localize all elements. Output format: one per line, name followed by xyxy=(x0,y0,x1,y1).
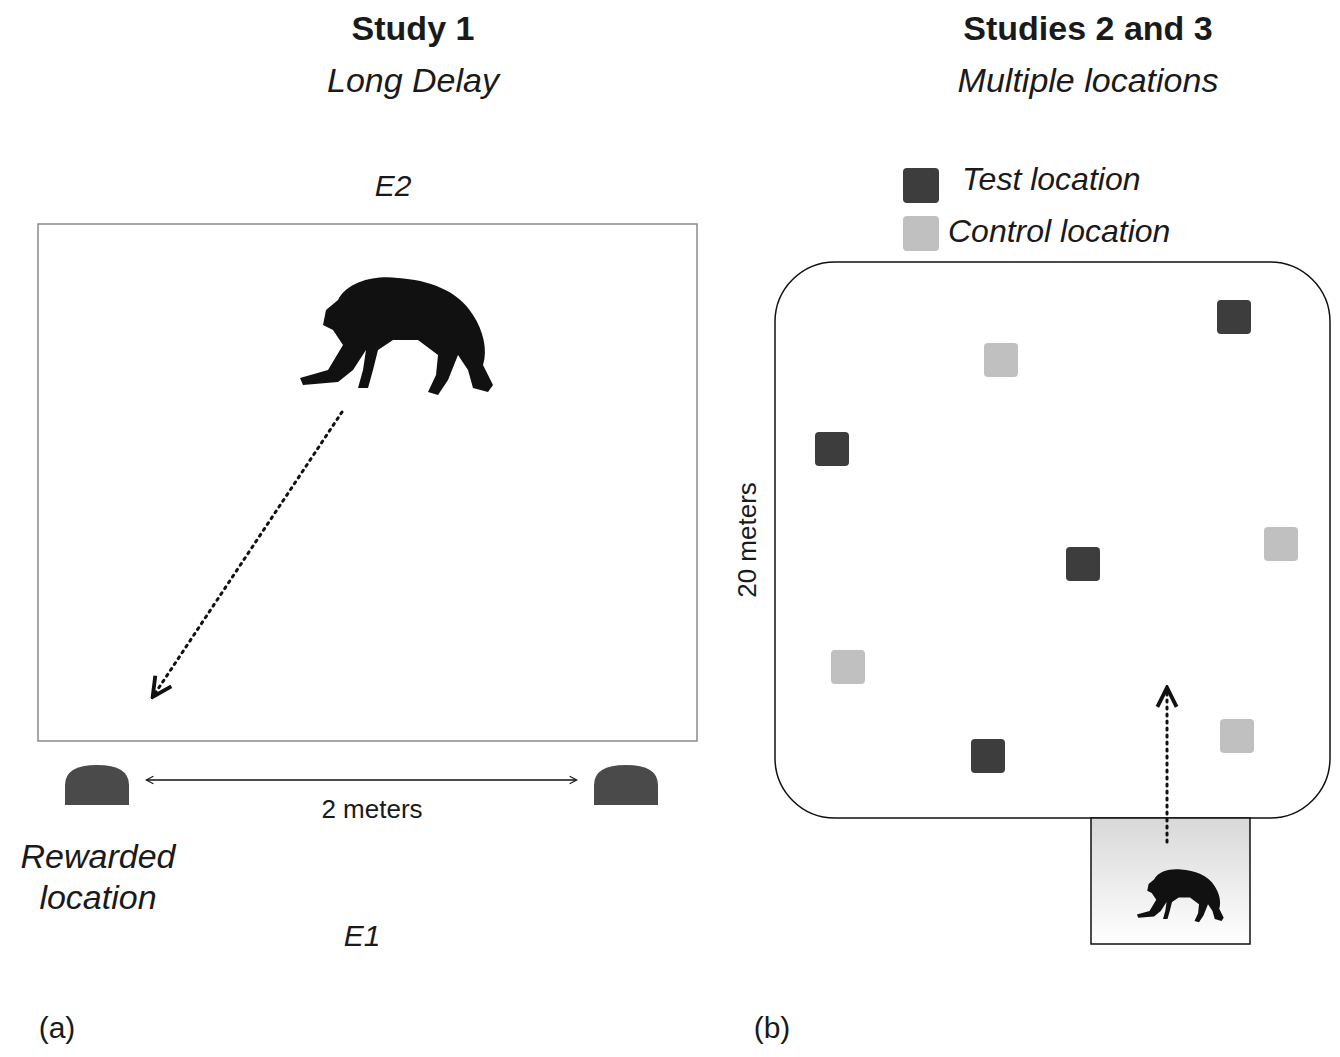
panel-title: Study 1 xyxy=(213,8,613,49)
location-label: Rewarded location xyxy=(6,836,190,918)
chimp-silhouette xyxy=(300,277,493,395)
arena-outline xyxy=(38,224,697,741)
enclosure-outline xyxy=(775,262,1330,818)
panel-subtitle: Long Delay xyxy=(213,60,613,101)
container xyxy=(65,765,129,805)
experimenter-label: E1 xyxy=(302,918,422,954)
legend-swatch xyxy=(903,168,939,203)
experimenter-label: E2 xyxy=(333,168,453,204)
location-markers xyxy=(815,300,1298,773)
dimension-arrow xyxy=(147,779,576,780)
dimension-label: 2 meters xyxy=(272,794,472,825)
path-arrow xyxy=(1166,690,1169,842)
panel-letter: (b) xyxy=(732,1010,812,1046)
panel-letter: (a) xyxy=(17,1010,97,1046)
chimp-silhouette xyxy=(1137,869,1224,922)
panel-subtitle: Multiple locations xyxy=(848,60,1328,101)
dimension-label: 20 meters xyxy=(732,440,764,640)
start-box xyxy=(1091,818,1250,944)
legend-label: Test location xyxy=(962,160,1140,198)
panel-title: Studies 2 and 3 xyxy=(848,8,1328,49)
path-arrow xyxy=(154,412,342,695)
container xyxy=(594,765,658,805)
legend-swatch xyxy=(903,216,939,251)
legend-label: Control location xyxy=(948,212,1170,250)
